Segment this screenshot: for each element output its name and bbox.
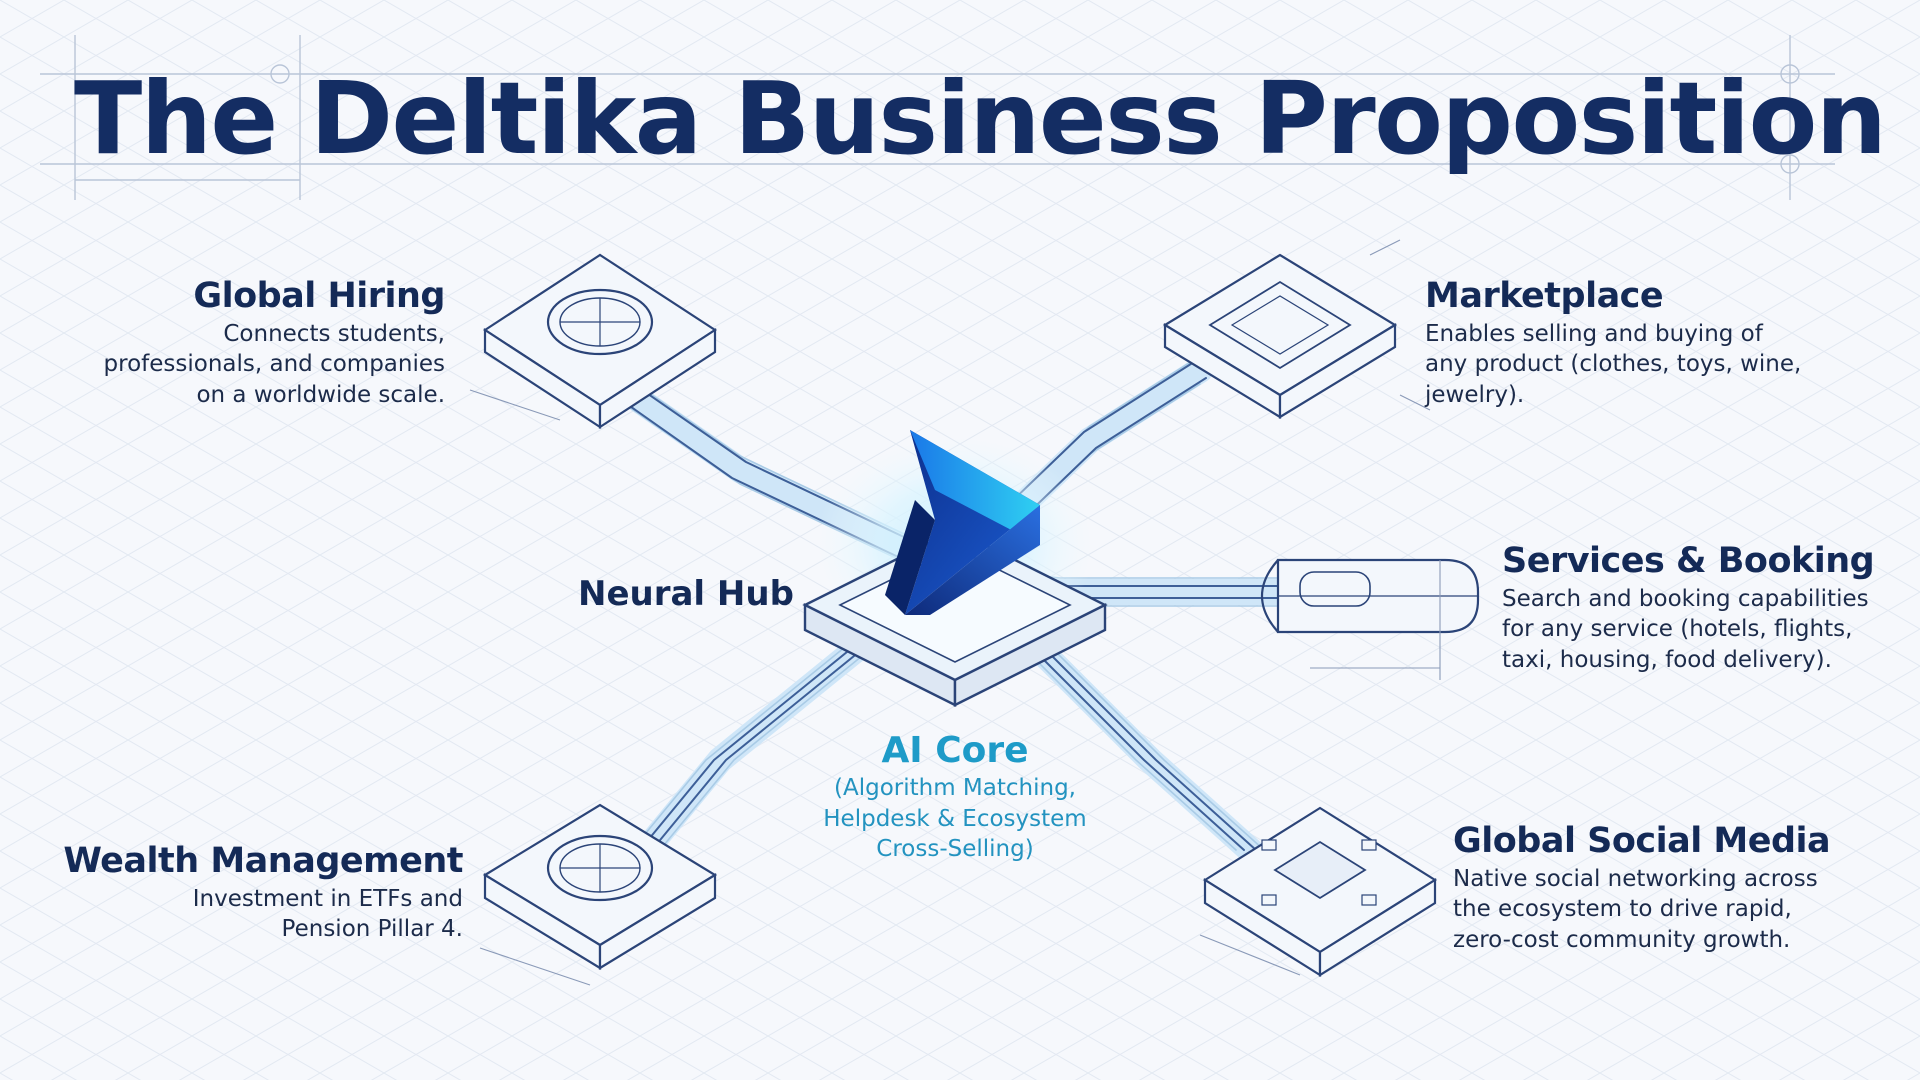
node-marketplace: Marketplace Enables selling and buying o… <box>1425 275 1801 410</box>
global-hiring-description: Connects students, professionals, and co… <box>103 320 445 408</box>
marketplace-description: Enables selling and buying of any produc… <box>1425 320 1802 408</box>
node-global-social-media: Global Social Media Native social networ… <box>1453 820 1831 955</box>
services-booking-title: Services & Booking <box>1502 541 1875 581</box>
global-social-media-title: Global Social Media <box>1453 821 1831 861</box>
module-services-booking <box>1260 558 1480 634</box>
node-wealth-management: Wealth Management Investment in ETFs and… <box>63 840 463 945</box>
services-booking-description: Search and booking capabilities for any … <box>1502 585 1869 673</box>
ai-core-block: AI Core (Algorithm Matching, Helpdesk & … <box>765 728 1145 865</box>
module-wealth-management <box>482 803 718 970</box>
neural-hub-label: Neural Hub <box>578 574 794 614</box>
module-marketplace <box>1162 253 1398 419</box>
global-social-media-description: Native social networking across the ecos… <box>1453 865 1818 953</box>
ai-core-title: AI Core <box>881 730 1029 771</box>
marketplace-title: Marketplace <box>1425 276 1664 316</box>
module-global-social-media <box>1202 806 1438 977</box>
dimension-marks <box>469 239 1441 986</box>
node-global-hiring: Global Hiring Connects students, profess… <box>103 275 446 410</box>
page-title: The Deltika Business Proposition <box>74 60 1887 177</box>
module-global-hiring <box>482 253 718 430</box>
global-hiring-title: Global Hiring <box>193 276 445 316</box>
wealth-management-title: Wealth Management <box>63 841 463 881</box>
wealth-management-description: Investment in ETFs and Pension Pillar 4. <box>192 885 463 943</box>
title-guide-lines <box>40 35 1835 200</box>
node-services-booking: Services & Booking Search and booking ca… <box>1502 540 1875 675</box>
deltika-logo-icon <box>885 430 1040 615</box>
ai-core-description: (Algorithm Matching, Helpdesk & Ecosyste… <box>823 775 1087 863</box>
